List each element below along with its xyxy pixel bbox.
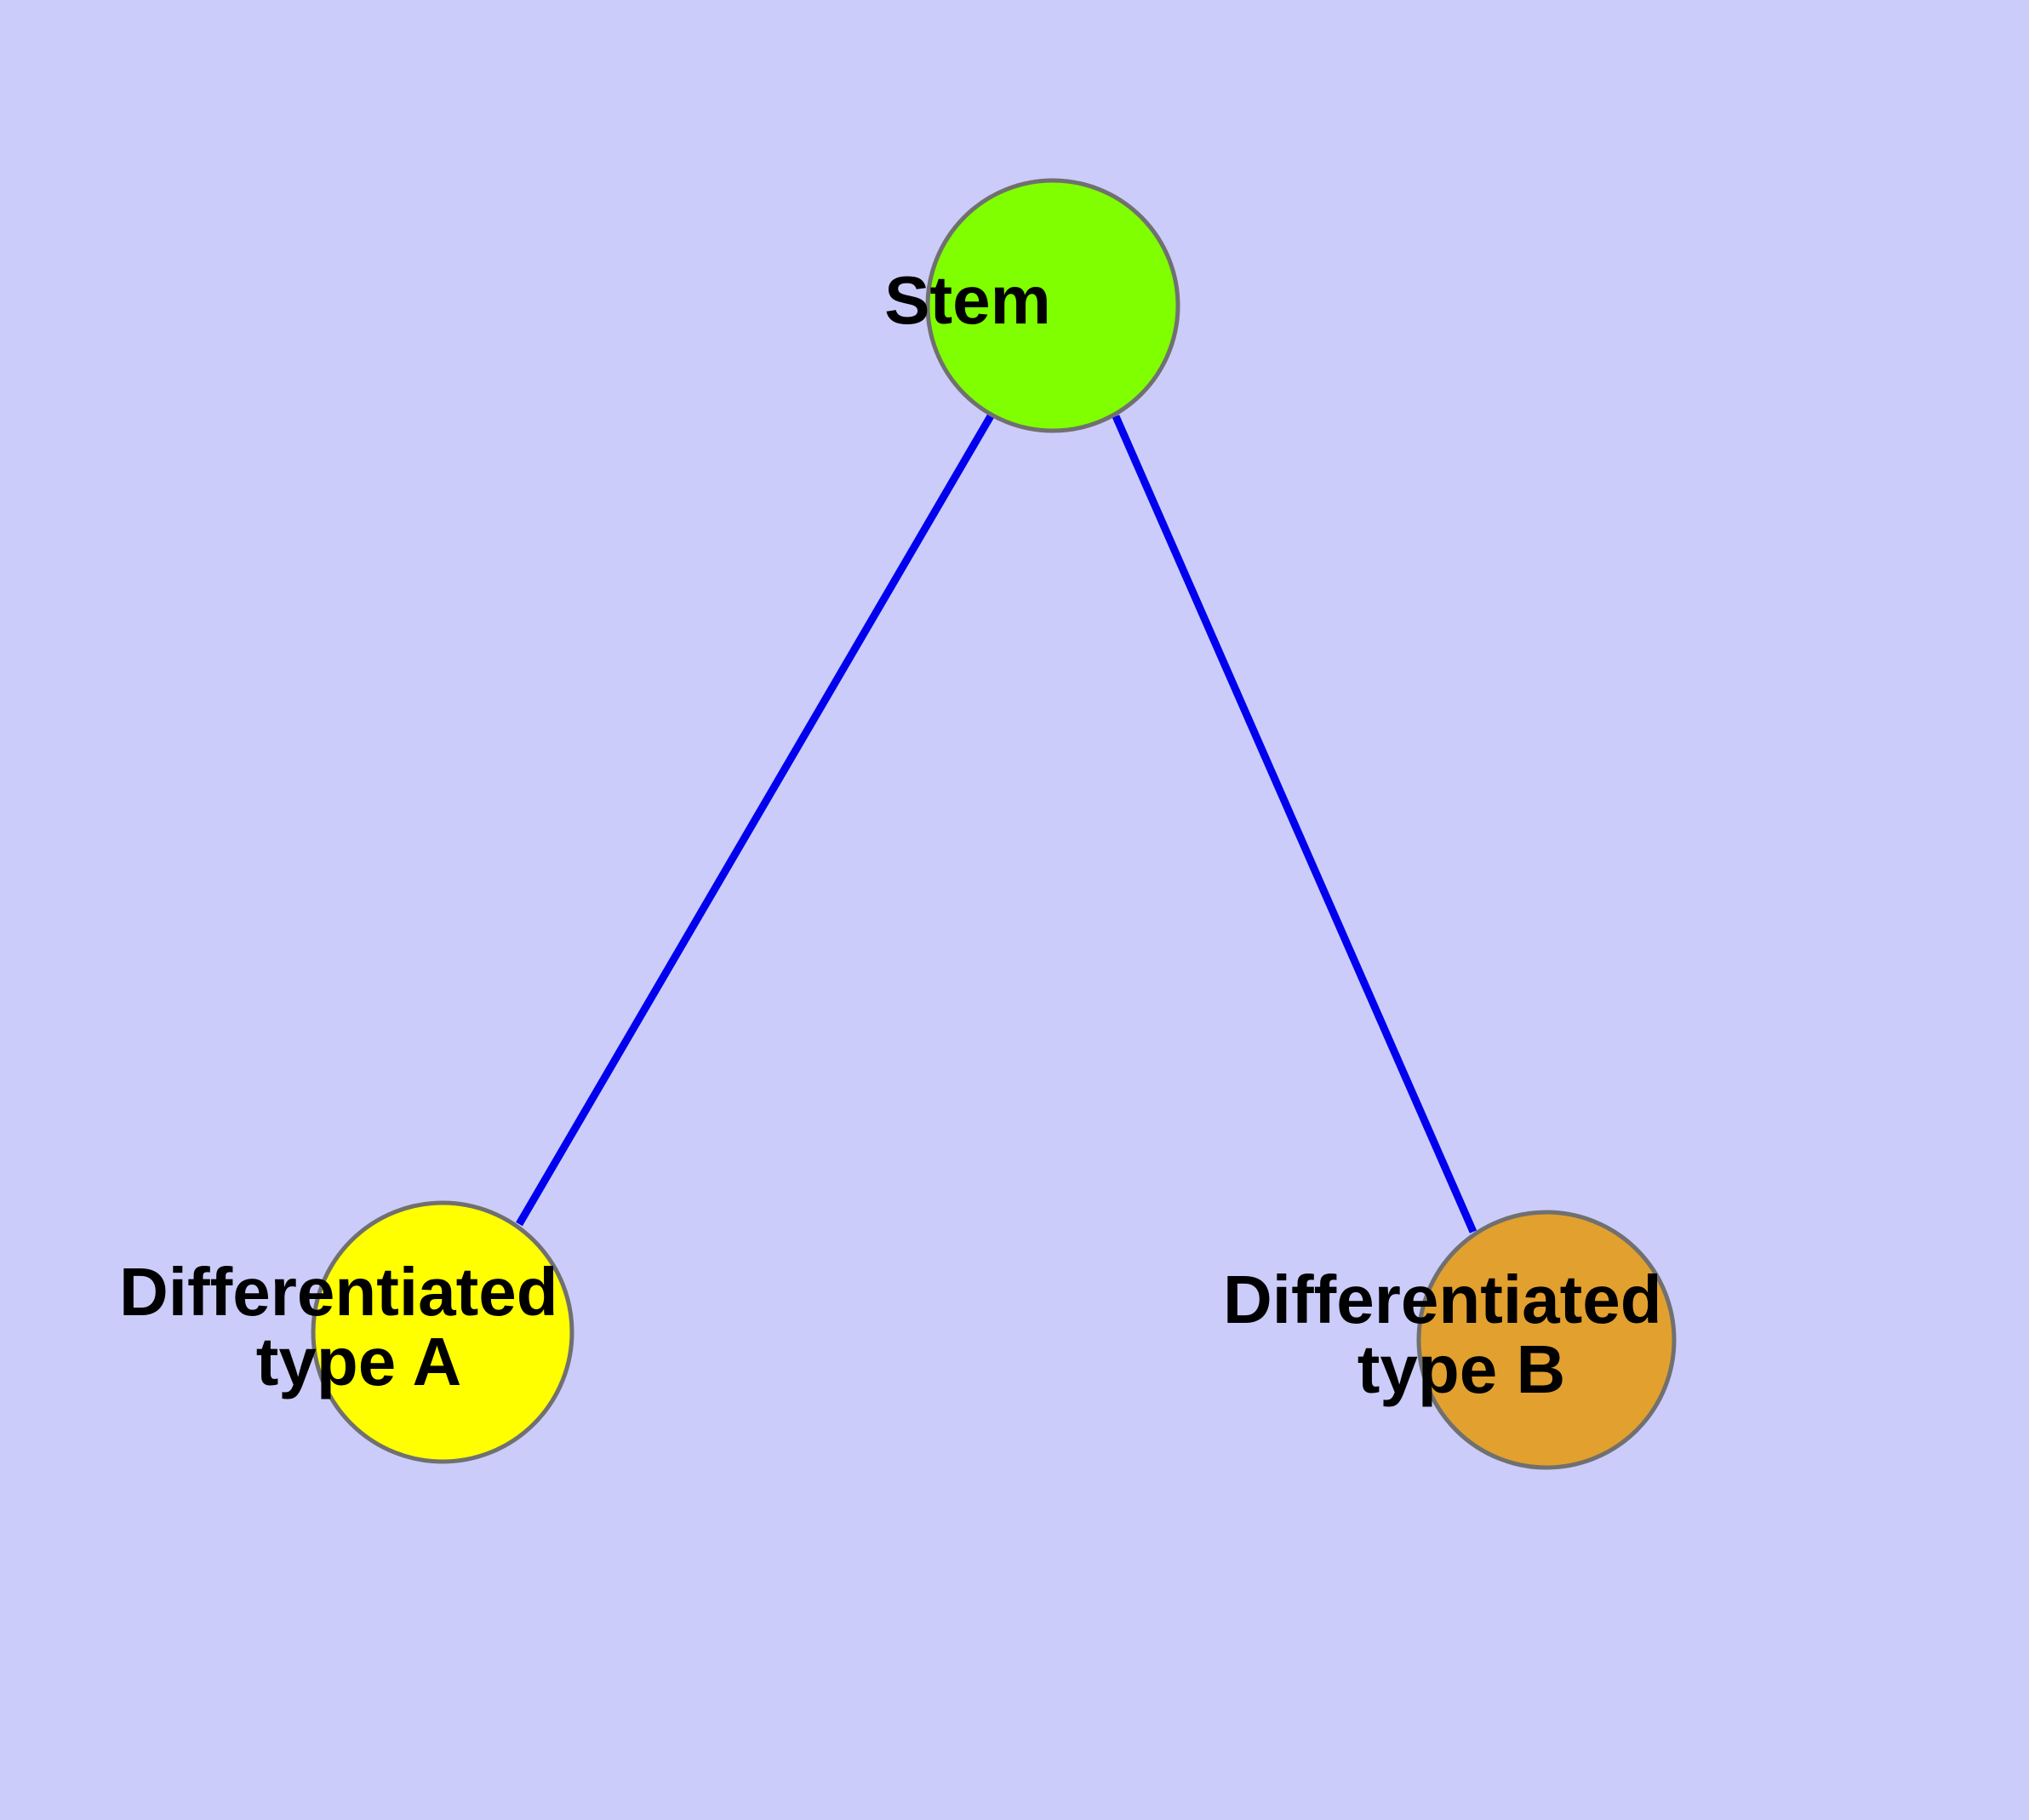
node-differentiated-type-b[interactable]: Differentiated type B	[1223, 0, 1870, 1470]
edge-stem-to-differentiated-a[interactable]	[516, 412, 995, 1227]
node-differentiated-type-a-label-line-1: Differentiated	[119, 1254, 558, 1330]
node-differentiated-type-b-label: Differentiated type B	[1223, 0, 1870, 1407]
node-stem-label-line-1: Stem	[884, 262, 1051, 338]
node-stem[interactable]: Stem	[884, 0, 1221, 433]
node-differentiated-type-b-label-line-1: Differentiated	[1223, 1262, 1662, 1337]
node-differentiated-type-a[interactable]: Differentiated type A	[119, 0, 766, 1464]
node-differentiated-type-b-label-line-2: type B	[1357, 1331, 1566, 1407]
node-differentiated-type-a-label-line-2: type A	[256, 1324, 460, 1399]
node-differentiated-type-a-circle[interactable]	[311, 1200, 574, 1464]
node-stem-circle[interactable]	[925, 178, 1180, 433]
node-differentiated-type-a-label: Differentiated type A	[119, 0, 766, 1399]
node-differentiated-type-b-circle[interactable]	[1416, 1210, 1677, 1470]
edge-stem-to-differentiated-b[interactable]	[1112, 415, 1477, 1233]
node-stem-label: Stem	[884, 0, 1221, 338]
nodes-group: Stem Differentiated type A Differentiate…	[119, 0, 1870, 1470]
edges-group	[516, 412, 1477, 1233]
